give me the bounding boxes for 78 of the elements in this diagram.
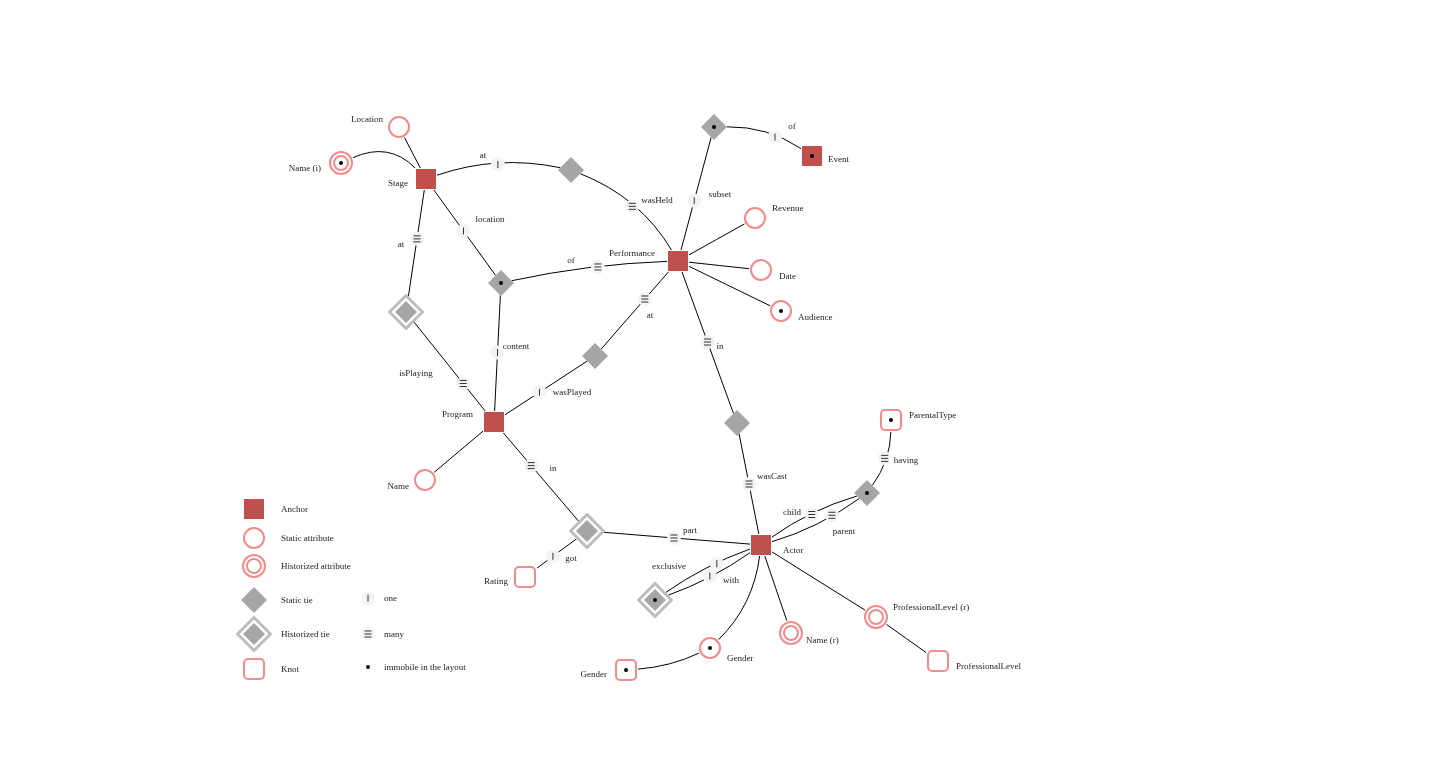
edge-label: child bbox=[782, 506, 802, 518]
connector-line bbox=[433, 430, 484, 473]
edge-label: in bbox=[548, 462, 558, 474]
historized-tie-diamond bbox=[637, 582, 673, 618]
connector-line bbox=[886, 624, 927, 653]
node-label: Name (i) bbox=[288, 162, 321, 174]
connector-line bbox=[688, 265, 771, 307]
historized-tie-diamond bbox=[569, 513, 605, 549]
node-label: Gender bbox=[580, 668, 607, 680]
legend-label: Anchor bbox=[281, 503, 308, 515]
edge-label: of bbox=[787, 120, 797, 132]
tie-diamond bbox=[724, 410, 750, 436]
node-label: Revenue bbox=[772, 202, 804, 214]
connector-line bbox=[579, 173, 672, 251]
connector-line bbox=[871, 431, 892, 486]
legend-label: Historized tie bbox=[281, 628, 330, 640]
tie-diamond bbox=[701, 114, 727, 140]
connector-line bbox=[688, 261, 750, 270]
connector-line bbox=[603, 531, 751, 545]
connector-line bbox=[637, 652, 700, 670]
legend-label: Static attribute bbox=[281, 532, 334, 544]
edge-label: isPlaying bbox=[398, 367, 434, 379]
connector-line bbox=[771, 551, 866, 611]
node-label: ParentalType bbox=[909, 409, 957, 421]
connector-line bbox=[502, 432, 580, 522]
node-label: Date bbox=[779, 270, 796, 282]
historized-tie-diamond bbox=[388, 294, 424, 330]
edge-label: wasCast bbox=[756, 470, 788, 482]
legend-label: many bbox=[384, 628, 404, 640]
edge-label: of bbox=[566, 254, 576, 266]
connector-line bbox=[504, 360, 588, 416]
connector-line bbox=[433, 189, 497, 276]
legend-label: Historized attribute bbox=[281, 560, 351, 572]
connector-line bbox=[494, 294, 501, 412]
node-label: Name bbox=[387, 480, 409, 492]
connector-line bbox=[600, 271, 669, 350]
legend-label: Knot bbox=[281, 663, 299, 675]
connector-line bbox=[764, 555, 788, 622]
node-label: Audience bbox=[798, 311, 833, 323]
node-label: Event bbox=[828, 153, 849, 165]
edge-label: in bbox=[715, 340, 725, 352]
connector-line bbox=[680, 136, 712, 251]
node-label: Name (r) bbox=[806, 634, 839, 646]
node-label: Rating bbox=[484, 575, 508, 587]
legend-label: Static tie bbox=[281, 594, 313, 606]
connector-line bbox=[718, 555, 761, 641]
connector-line bbox=[511, 260, 668, 282]
legend-label: immobile in the layout bbox=[384, 661, 466, 673]
node-label: ProfessionalLevel (r) bbox=[893, 601, 970, 613]
node-label: Program bbox=[442, 408, 473, 420]
edge-label: wasHeld bbox=[640, 194, 674, 206]
connector-line bbox=[352, 151, 416, 169]
connector-line bbox=[726, 126, 802, 150]
connector-line bbox=[404, 137, 421, 169]
connector-line bbox=[688, 223, 745, 256]
node-label: Stage bbox=[388, 177, 408, 189]
connector-line bbox=[407, 189, 425, 297]
tie-diamond bbox=[558, 157, 584, 183]
connector-line bbox=[738, 433, 760, 535]
connector-line bbox=[413, 321, 486, 412]
connector-line bbox=[436, 162, 561, 176]
tie-diamond bbox=[582, 343, 608, 369]
edge-label: subset bbox=[707, 188, 733, 200]
node-label: Performance bbox=[609, 247, 655, 259]
connector-line bbox=[681, 271, 734, 414]
tie-diamond bbox=[488, 270, 514, 296]
node-label: Actor bbox=[783, 544, 804, 556]
legend-label: one bbox=[384, 592, 397, 604]
node-label: ProfessionalLevel bbox=[956, 660, 1021, 672]
node-label: Gender bbox=[727, 652, 754, 664]
connector-line bbox=[536, 538, 578, 569]
tie-diamond bbox=[854, 480, 880, 506]
node-label: Location bbox=[351, 113, 383, 125]
edge-label: wasPlayed bbox=[551, 386, 593, 398]
edge-label: having bbox=[892, 454, 920, 466]
edge-label: location bbox=[474, 213, 506, 225]
edge-label: with bbox=[722, 574, 740, 586]
edge-label: exclusive bbox=[651, 560, 687, 572]
